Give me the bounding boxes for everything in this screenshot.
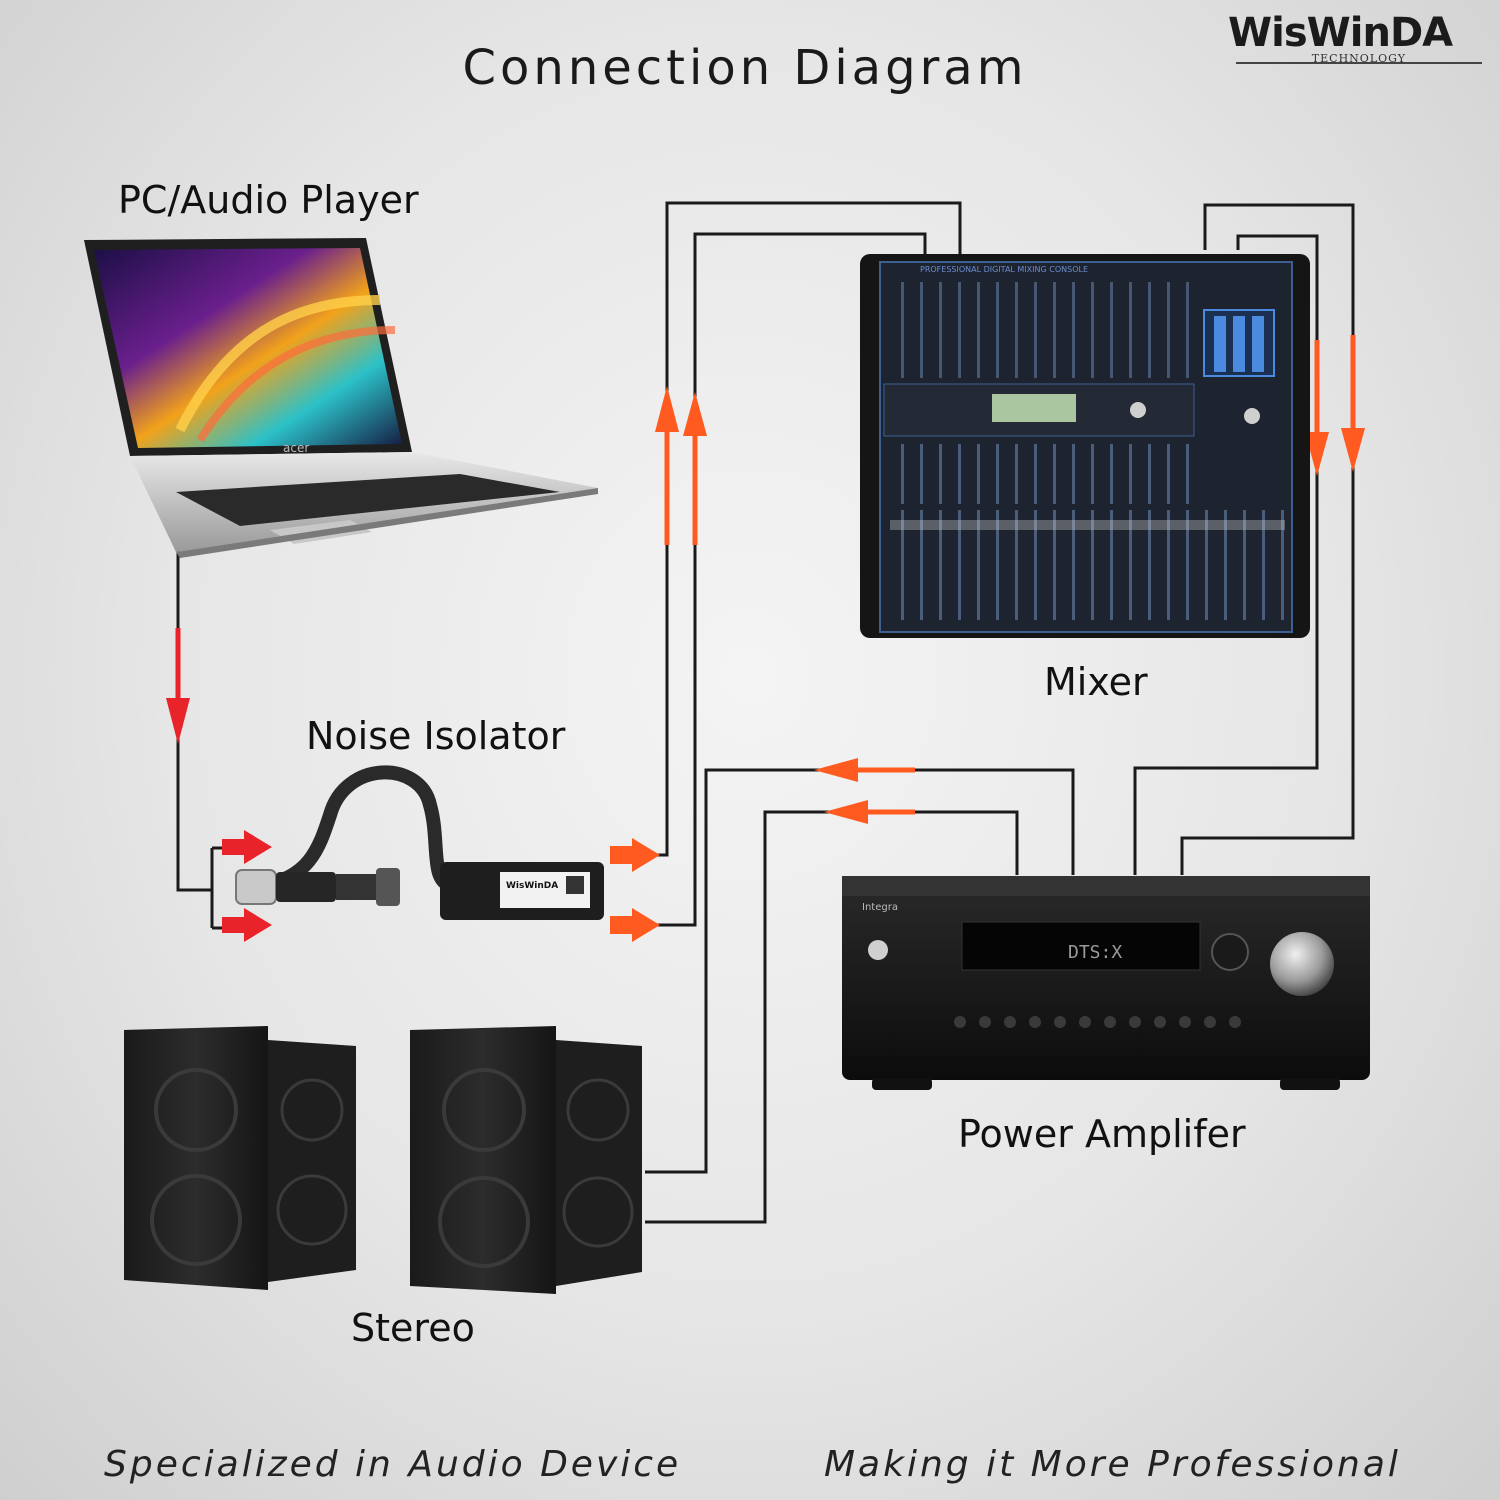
speaker-left-pair <box>124 1026 356 1290</box>
arrow-left-from-amp-b <box>824 800 915 824</box>
arrow-up-to-mixer-a <box>655 386 679 545</box>
laptop-image: acer <box>84 238 598 558</box>
arrow-down-from-mixer-b <box>1341 335 1365 472</box>
amplifier-display: DTS:X <box>1068 942 1122 963</box>
isolator-brand: WisWinDA <box>506 881 558 891</box>
wire-mixer-to-amp-a <box>1180 203 1355 875</box>
tagline-right: Making it More Professional <box>824 1444 1401 1485</box>
wire-mixer-to-amp-b <box>1133 234 1319 875</box>
arrow-left-from-amp-a <box>814 758 915 782</box>
speaker-right-pair <box>410 1026 642 1294</box>
brand-logo: WisWinDA TECHNOLOGY <box>1228 10 1490 65</box>
label-stereo: Stereo <box>351 1306 475 1350</box>
wire-amp-to-speaker-a <box>645 768 1075 1174</box>
wires <box>176 201 1355 1224</box>
arrow-isolator-out-bottom <box>610 908 660 942</box>
noise-isolator-image: WisWinDA <box>235 765 604 920</box>
brand-subtitle: TECHNOLOGY <box>1311 52 1406 65</box>
laptop-brand: acer <box>283 441 309 455</box>
arrow-isolator-in-bottom <box>222 908 272 942</box>
label-noise-isolator: Noise Isolator <box>306 714 566 758</box>
mixer-image: PROFESSIONAL DIGITAL MIXING CONSOLE <box>860 254 1310 638</box>
amplifier-brand: Integra <box>862 902 898 913</box>
brand-name: WisWinDA <box>1228 10 1453 56</box>
label-pc-audio-player: PC/Audio Player <box>118 178 419 222</box>
arrow-pc-down <box>166 628 190 744</box>
label-mixer: Mixer <box>1044 660 1148 704</box>
wire-isolator-to-mixer-b <box>640 232 927 927</box>
tagline-left: Specialized in Audio Device <box>104 1444 682 1485</box>
arrow-down-from-mixer-a <box>1305 340 1329 476</box>
signal-arrows <box>166 335 1365 942</box>
arrow-up-to-mixer-b <box>683 392 707 545</box>
arrow-isolator-in-top <box>222 830 272 864</box>
label-power-amplifier: Power Amplifer <box>958 1112 1246 1156</box>
page-title: Connection Diagram <box>462 40 1028 96</box>
brand-rule <box>1236 62 1482 64</box>
mixer-header: PROFESSIONAL DIGITAL MIXING CONSOLE <box>920 265 1088 274</box>
power-amplifier-image: Integra DTS:X <box>842 876 1370 1090</box>
arrow-isolator-out-top <box>610 838 660 872</box>
isolator-cable <box>259 765 454 892</box>
wire-amp-to-speaker-b <box>645 810 1019 1224</box>
